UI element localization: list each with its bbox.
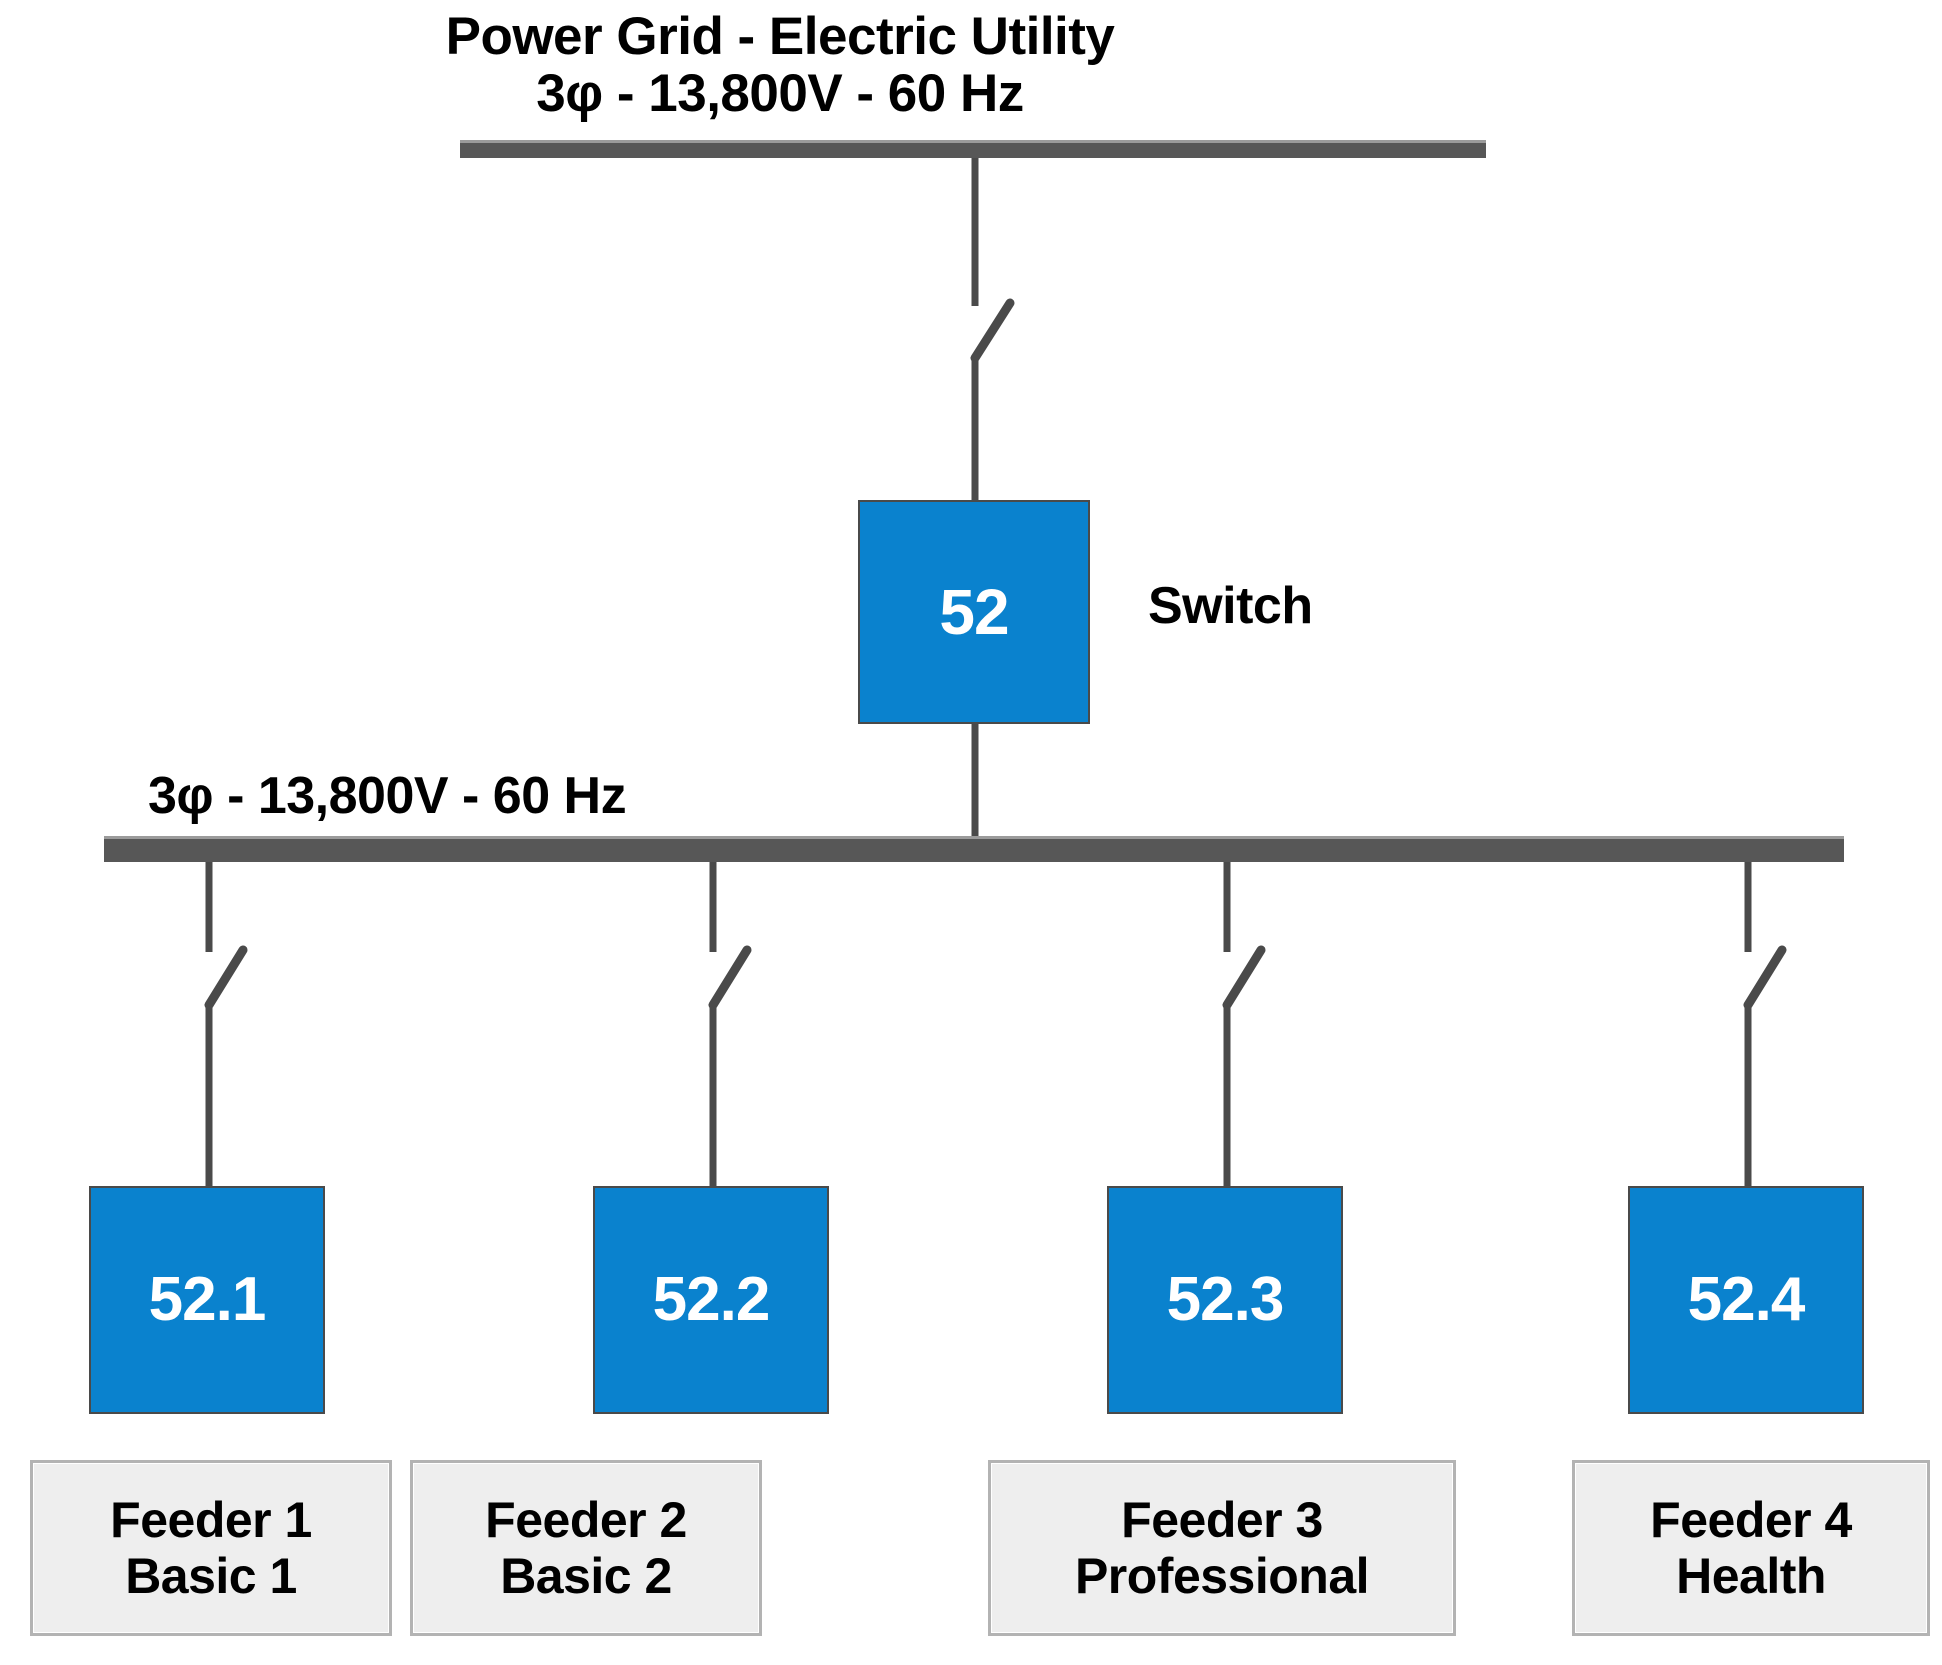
feeder-2-disconnect-blade: [708, 945, 752, 1010]
feeder-load-box-4-line-1: Feeder 4: [1650, 1492, 1852, 1548]
feeder-1-disconnect-blade: [204, 945, 248, 1010]
feeder-breaker-52-1-label: 52.1: [148, 1265, 267, 1334]
feeder-load-box-3-line-2: Professional: [1074, 1548, 1370, 1604]
distribution-busbar-label: 3φ - 13,800V - 60 Hz: [148, 767, 627, 825]
feeder-load-box-1-line-2: Basic 1: [125, 1548, 297, 1604]
feeder-load-box-1-line-1: Feeder 1: [110, 1492, 312, 1548]
feeder-load-box-4-line-2: Health: [1676, 1548, 1826, 1604]
feeder-breaker-52-3-label: 52.3: [1166, 1265, 1285, 1334]
diagram-title: Power Grid - Electric Utility 3φ - 13,80…: [0, 7, 1560, 124]
distribution-busbar-highlight: [104, 836, 1844, 839]
feeder-breaker-52-2-label: 52.2: [652, 1265, 771, 1334]
feeder-load-box-3[interactable]: Feeder 3 Professional: [988, 1460, 1456, 1636]
utility-busbar: [460, 142, 1486, 158]
utility-busbar-highlight: [460, 140, 1486, 143]
feeder-breaker-52-2[interactable]: 52.2: [593, 1186, 829, 1414]
feeder-breaker-52-3[interactable]: 52.3: [1107, 1186, 1343, 1414]
feeder-load-box-3-line-1: Feeder 3: [1121, 1492, 1323, 1548]
diagram-title-line-1: Power Grid - Electric Utility: [445, 7, 1115, 66]
main-disconnect-blade: [970, 298, 1015, 363]
feeder-3-disconnect-blade: [1222, 945, 1266, 1010]
feeder-load-box-1[interactable]: Feeder 1 Basic 1: [30, 1460, 392, 1636]
diagram-title-line-2: 3φ - 13,800V - 60 Hz: [536, 64, 1024, 124]
feeder-load-box-2-line-1: Feeder 2: [485, 1492, 687, 1548]
feeder-4-disconnect-blade: [1743, 945, 1787, 1010]
feeder-breaker-52-4[interactable]: 52.4: [1628, 1186, 1864, 1414]
feeder-breaker-52-1[interactable]: 52.1: [89, 1186, 325, 1414]
distribution-busbar: [104, 838, 1844, 862]
feeder-load-box-2[interactable]: Feeder 2 Basic 2: [410, 1460, 762, 1636]
main-breaker-52-label: 52: [939, 576, 1009, 648]
feeder-breaker-52-4-label: 52.4: [1687, 1265, 1806, 1334]
main-breaker-switch-annotation: Switch: [1148, 577, 1313, 635]
feeder-load-box-4[interactable]: Feeder 4 Health: [1572, 1460, 1930, 1636]
main-breaker-52[interactable]: 52: [858, 500, 1090, 724]
feeder-load-box-2-line-2: Basic 2: [500, 1548, 672, 1604]
